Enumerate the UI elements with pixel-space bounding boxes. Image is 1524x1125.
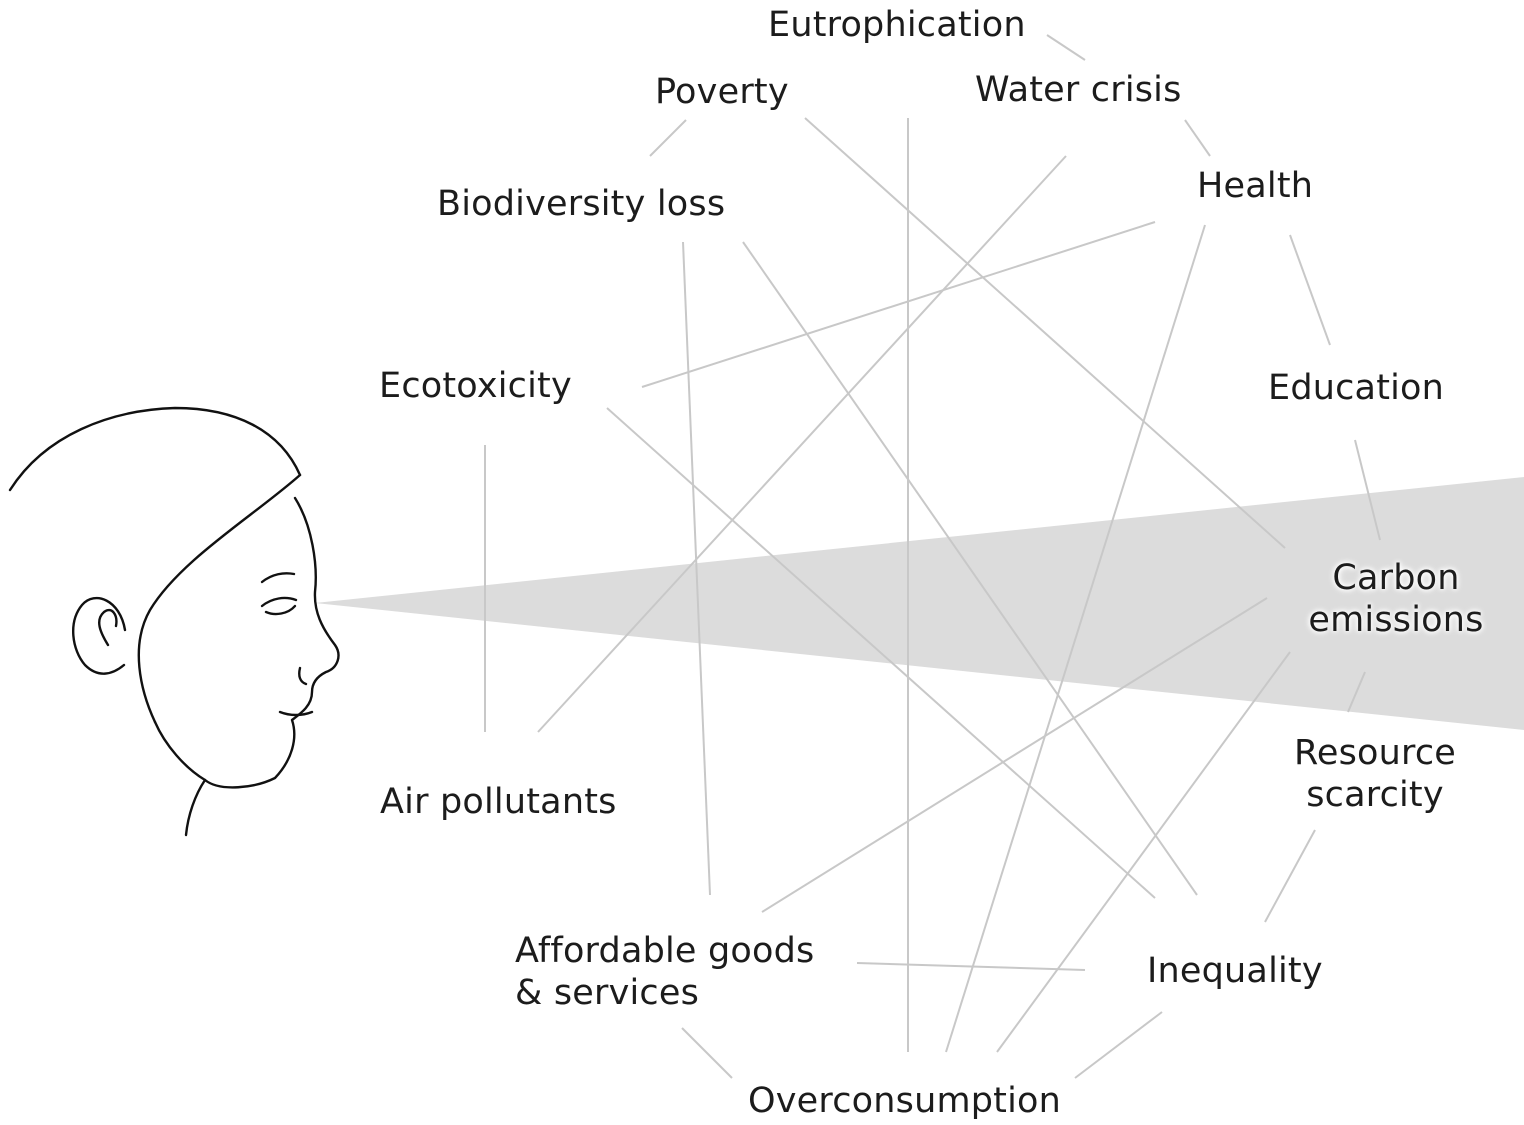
label-poverty: Poverty [655,72,789,112]
ear [72,596,127,675]
eyebrow [260,572,296,584]
connector-poverty-biodiversity [649,119,687,157]
connector-water-health [1184,119,1211,157]
view-cone [315,477,1524,730]
eye [260,596,298,616]
face-profile [203,496,340,789]
connector-biodiversity-inequality [742,241,1198,896]
connector-carbon-overconsumption [996,651,1291,1053]
connector-health-education [1289,234,1331,346]
connector-health-overconsumption [945,224,1206,1053]
connector-water-airpollutants [537,155,1067,733]
neck-line [184,778,207,837]
connector-carbon-affordable [761,597,1268,913]
label-eutrophication: Eutrophication [768,5,1026,45]
connector-resource-inequality [1264,829,1316,923]
label-affordable-goods-services: Affordable goods & services [515,931,815,1013]
connector-carbon-resource [1347,671,1366,713]
hairline [137,473,302,724]
connector-biodiversity-affordable [682,241,711,896]
label-water-crisis: Water crisis [975,70,1182,110]
label-overconsumption: Overconsumption [748,1081,1062,1121]
connector-eutrophication-water [1046,34,1086,61]
label-resource-scarcity: Resource scarcity [1293,733,1457,815]
connector-lines [484,34,1381,1079]
connector-education-carbon [1354,439,1381,541]
label-carbon-emissions: Carbon emissions [1308,558,1484,640]
ear-inner [98,608,118,647]
connector-poverty-carbon [804,117,1286,549]
jaw-line [153,720,207,782]
mouth [278,710,314,717]
head-profile-drawing [8,406,340,837]
label-biodiversity-loss: Biodiversity loss [437,184,726,224]
label-health: Health [1197,166,1314,206]
label-air-pollutants: Air pollutants [380,782,617,822]
connector-health-ecotoxicity [641,221,1156,388]
connector-ecotoxicity-inequality [606,407,1156,899]
connector-affordable-overconsumption [681,1027,733,1079]
label-ecotoxicity: Ecotoxicity [379,366,572,406]
label-inequality: Inequality [1147,951,1323,991]
nostril [298,666,308,686]
head-outline [8,406,302,492]
connector-inequality-overconsumption [1074,1011,1163,1079]
connector-affordable-inequality [856,962,1086,971]
label-education: Education [1268,368,1445,408]
